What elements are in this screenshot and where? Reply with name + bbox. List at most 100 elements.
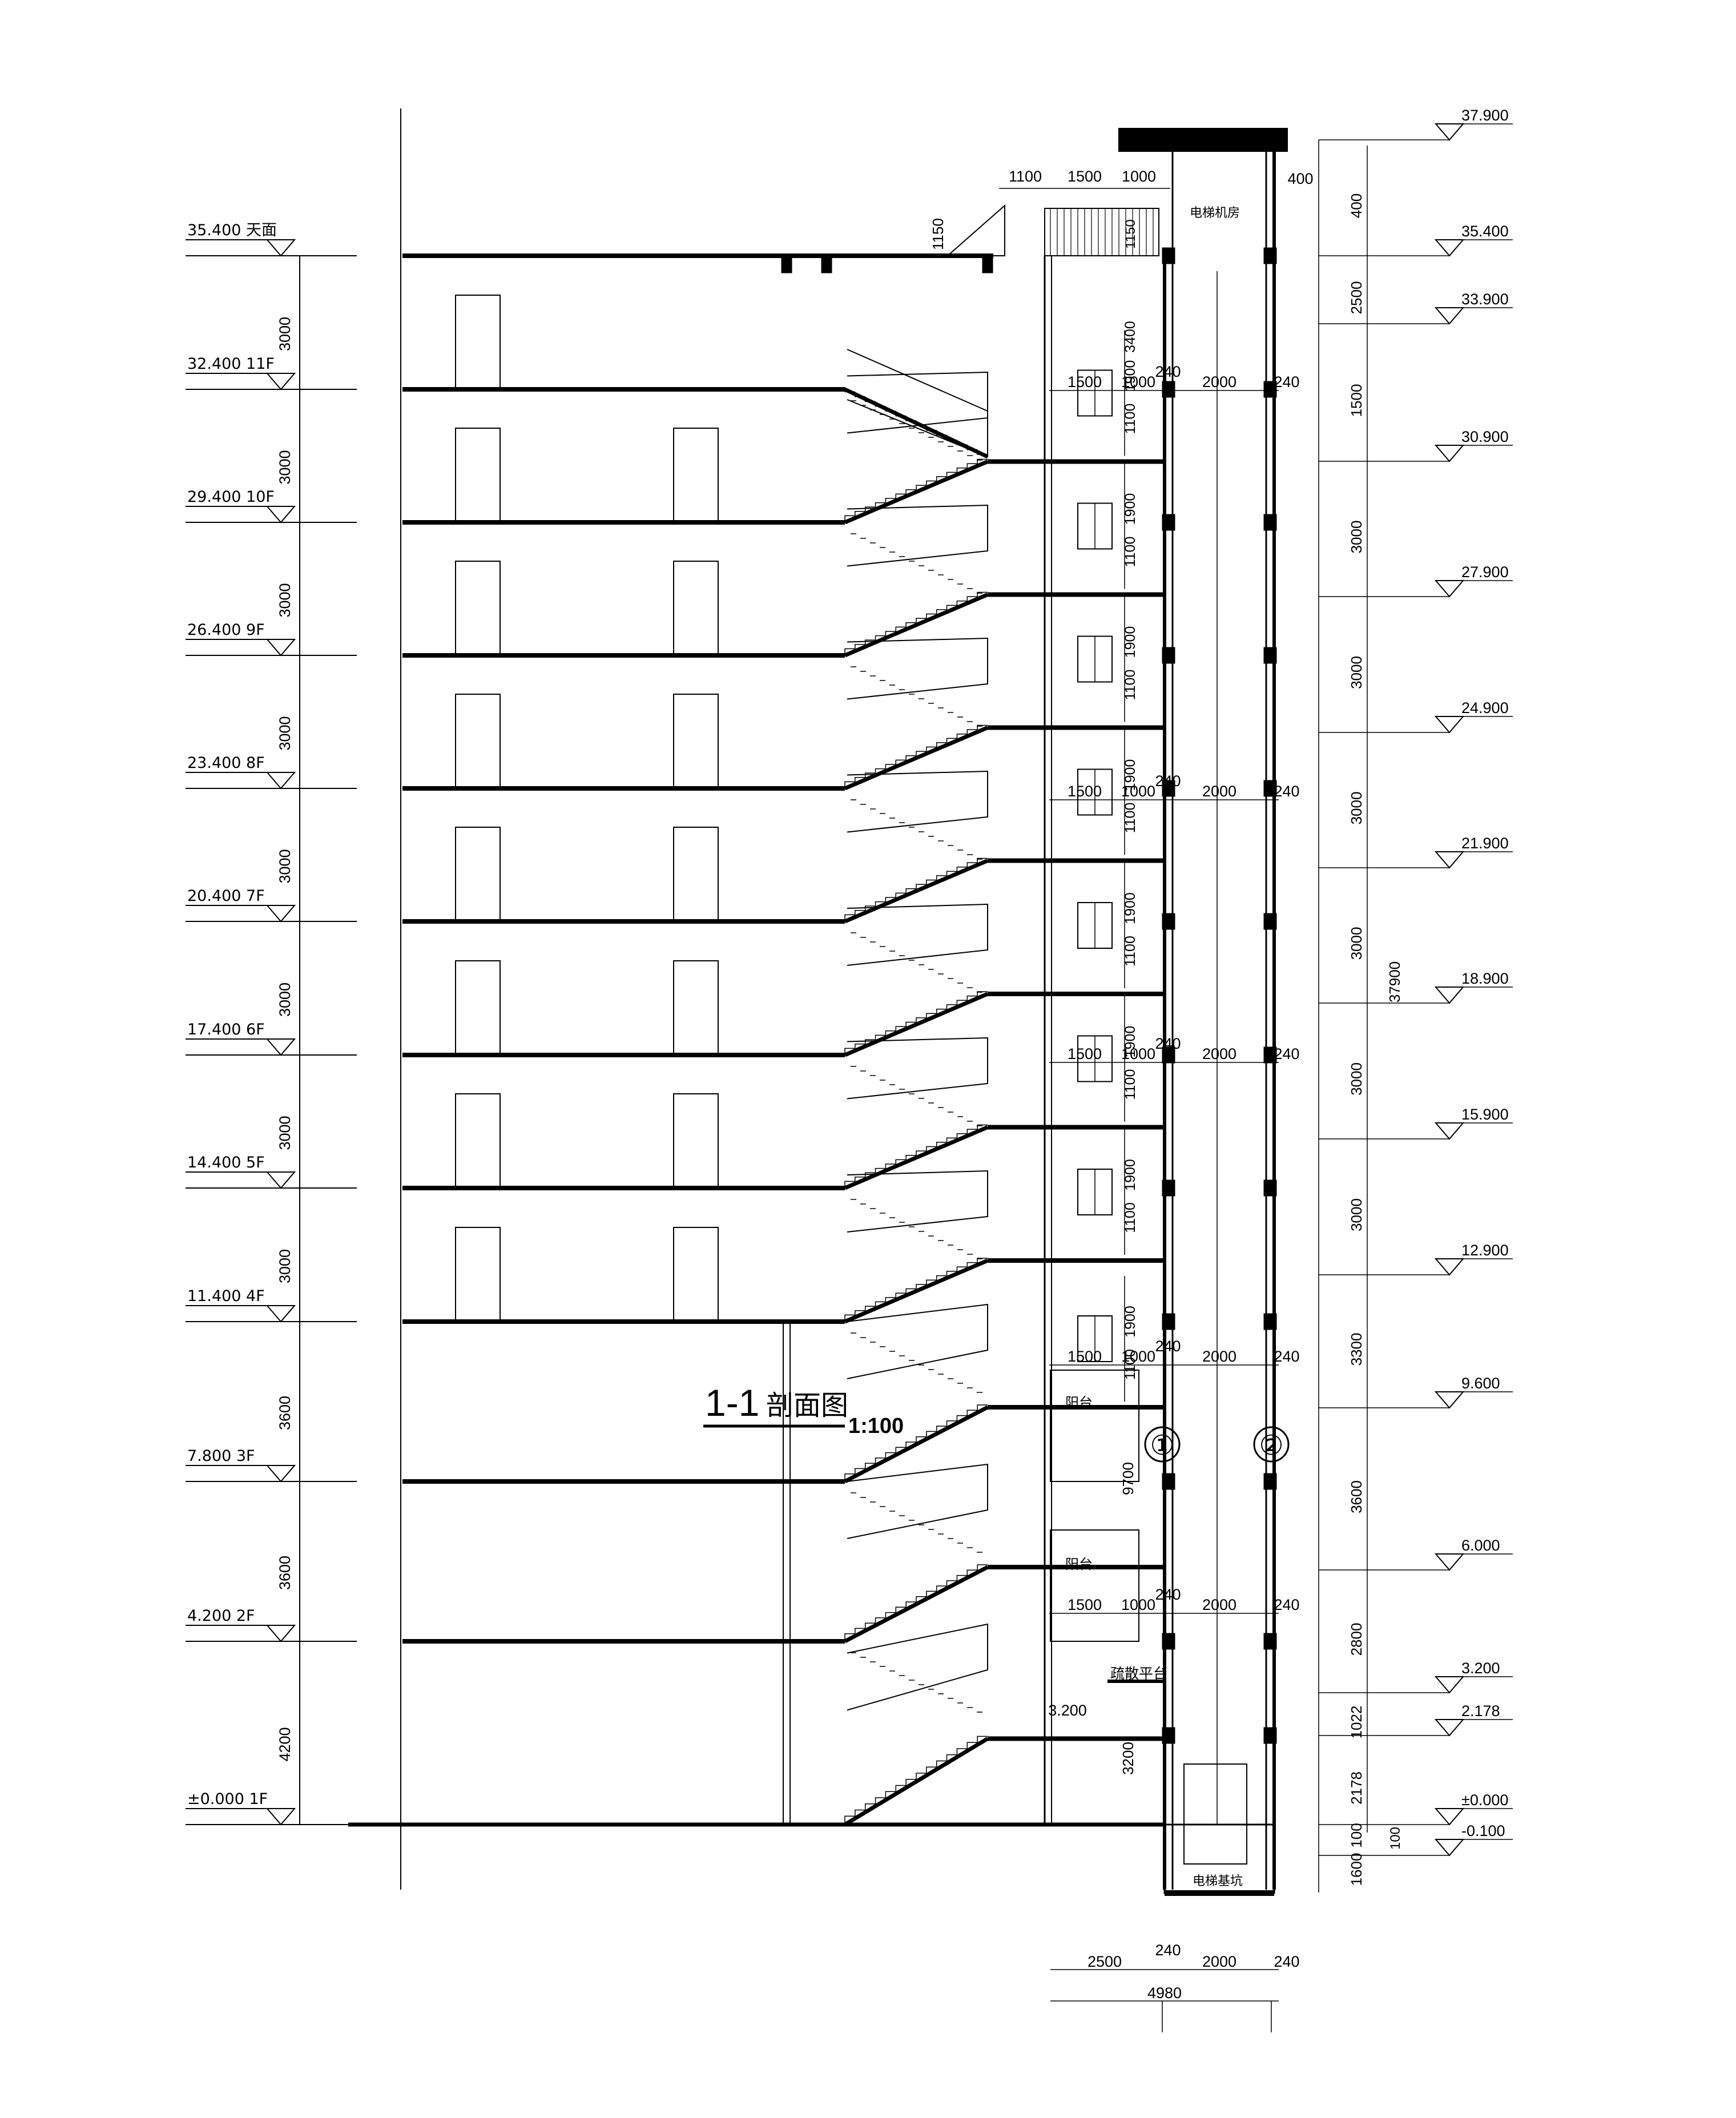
door: [673, 1227, 719, 1322]
level-triangle: [265, 1465, 296, 1483]
stair-step: [855, 392, 865, 397]
machine-room-roof: [1118, 128, 1288, 152]
shaft-beam: [1263, 780, 1277, 797]
stair-step: [864, 1039, 876, 1044]
bay-dim: 1500: [1068, 783, 1102, 800]
stair-step: [855, 910, 865, 915]
stair-step: [926, 879, 937, 885]
stair-step: [895, 759, 907, 764]
stair-step: [916, 1596, 927, 1602]
level-label-4F: 11.400 4F: [187, 1287, 265, 1305]
stair-step: [977, 1404, 988, 1411]
stair-step: [864, 396, 876, 402]
right-level-triangle: [1434, 123, 1465, 141]
stair-flight: [844, 1258, 989, 1324]
right-dim: 3000: [1348, 1198, 1365, 1231]
stair-step: [956, 1575, 968, 1581]
stair-step: [875, 502, 886, 508]
stair-step: [916, 421, 927, 426]
right-level-label: 18.900: [1461, 970, 1509, 987]
level-triangle: [265, 1305, 296, 1323]
bay-dim: 2000: [1202, 1596, 1236, 1613]
right-dim: 2178: [1348, 1771, 1365, 1805]
right-level-label: 33.900: [1461, 291, 1509, 308]
stair-step: [936, 1008, 947, 1014]
stair-step: [844, 648, 855, 653]
right-level-triangle: [1434, 1258, 1465, 1276]
right-level-label: 3.200: [1461, 1660, 1500, 1677]
top-dim: 400: [1287, 170, 1313, 187]
bay-dim: 240: [1274, 1596, 1299, 1613]
stair-step: [916, 1773, 927, 1779]
right-dim: 100: [1348, 1823, 1365, 1847]
platform-elev: 3.200: [1048, 1702, 1087, 1719]
right-level-triangle: [1434, 1808, 1465, 1826]
shaft-beam: [1162, 1046, 1175, 1064]
roof-dim: 3400: [1122, 321, 1138, 353]
machine-room-label: 电梯机房: [1190, 206, 1240, 220]
beam: [781, 255, 792, 273]
stair-step: [875, 1617, 886, 1624]
stair-step: [895, 1606, 907, 1613]
bay-dim: 1000: [1121, 373, 1155, 390]
level-dim-left: 3000: [276, 983, 293, 1017]
bay-dim: 1500: [1068, 1596, 1102, 1613]
right-level-triangle: [1434, 1676, 1465, 1694]
shaft-beam: [1162, 913, 1175, 930]
stair-step: [855, 1468, 865, 1474]
bottom-pit-dim: 3200: [1119, 1742, 1137, 1775]
bay-dim: 1000: [1121, 1045, 1155, 1062]
stair-step: [864, 1306, 876, 1311]
level-label-11F: 32.400 11F: [187, 355, 275, 373]
stair-step: [895, 1785, 907, 1792]
stair-step: [905, 755, 916, 760]
stair-step: [905, 416, 916, 421]
right-dim: 400: [1348, 194, 1365, 218]
level-label-5F: 14.400 5F: [187, 1154, 265, 1171]
door: [455, 1093, 501, 1189]
bottom-dim: 240: [1274, 1953, 1299, 1970]
level-label-6F: 17.400 6F: [187, 1021, 265, 1038]
stair-step: [885, 897, 896, 902]
stair-step: [926, 1013, 937, 1018]
bay-dim: 1500: [1068, 1348, 1102, 1365]
shaft-beam: [1263, 1313, 1277, 1330]
right-level-label: 21.900: [1461, 835, 1509, 852]
door: [455, 827, 501, 922]
stair-step: [864, 1463, 876, 1469]
stair-step: [895, 1292, 907, 1298]
stair-step: [966, 1410, 978, 1416]
right-level-label: 30.900: [1461, 428, 1509, 445]
door: [455, 1227, 501, 1322]
stair-step: [916, 618, 927, 623]
stair-step: [895, 411, 907, 417]
stair-step: [946, 1137, 957, 1142]
level-dim-left: 3000: [276, 450, 293, 484]
stair-step: [966, 1742, 978, 1749]
stair-step: [855, 1809, 865, 1817]
bay-dim: 240: [1155, 1035, 1181, 1052]
door: [673, 827, 719, 922]
door: [673, 428, 719, 523]
stair-step: [956, 1415, 968, 1421]
level-label-3F: 7.800 3F: [187, 1447, 255, 1465]
stair-step: [855, 644, 865, 649]
stair-step: [905, 622, 916, 627]
stair-step: [926, 1146, 937, 1151]
stair-step: [946, 1271, 957, 1276]
stair-step: [855, 1310, 865, 1315]
stair-step: [926, 1766, 937, 1773]
stair-step: [875, 1301, 886, 1307]
stair-step: [844, 1181, 855, 1186]
platform-label: 疏散平台: [1110, 1665, 1167, 1682]
shaft-beam: [1263, 1727, 1277, 1744]
stair-step: [895, 1026, 907, 1031]
stair-flight: [844, 593, 989, 658]
stair-step: [895, 892, 907, 897]
stair-rail: [847, 349, 988, 458]
right-dim: 3000: [1348, 792, 1365, 825]
bay-dim: 2000: [1202, 1045, 1236, 1062]
bottom-dim: 2500: [1087, 1953, 1122, 1970]
parapet-dim: 1150: [929, 218, 946, 250]
